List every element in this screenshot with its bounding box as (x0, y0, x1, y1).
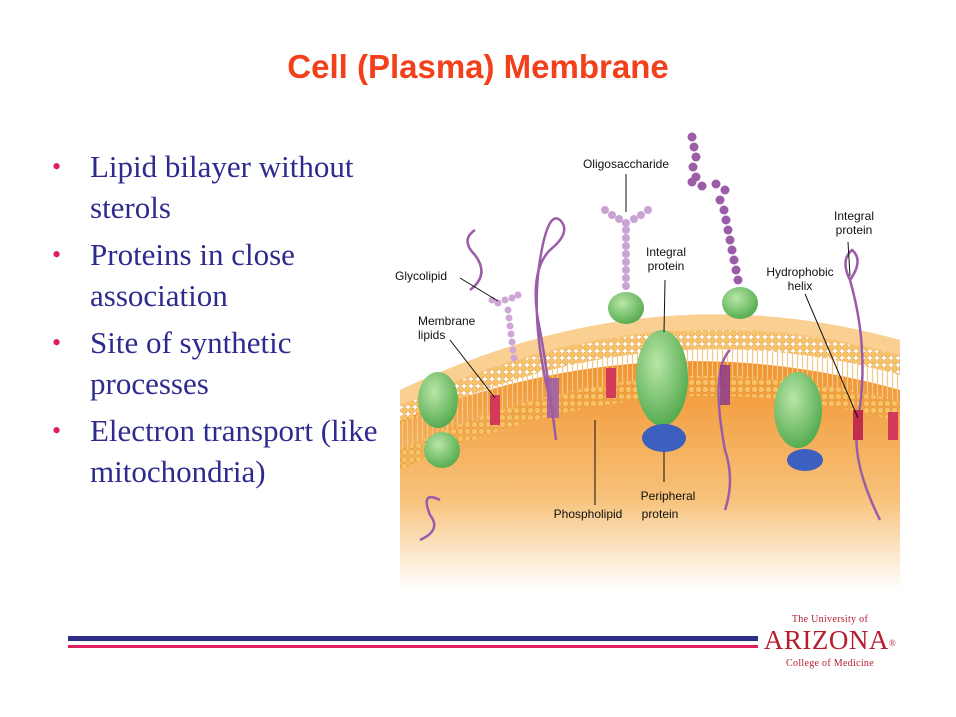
university-logo: The University of ARIZONA® College of Me… (760, 614, 900, 669)
bullet-list: • Lipid bilayer without sterols • Proteins… (52, 146, 392, 498)
label-membrane-lipids: lipids (418, 328, 445, 342)
label-membrane-lipids: Membrane (418, 314, 476, 328)
label-integral-protein-right: Integral (834, 209, 874, 223)
bullet-item: • Site of synthetic processes (52, 322, 392, 404)
label-integral-protein-right: protein (836, 223, 873, 237)
label-peripheral-protein: protein (642, 507, 679, 521)
bullet-dot: • (52, 152, 62, 181)
logo-line-university: The University of (791, 614, 869, 625)
polypeptide-chain (717, 349, 732, 511)
label-glycolipid: Glycolipid (395, 269, 447, 283)
bullet-item: • Electron transport (like mitochondria) (52, 410, 392, 492)
label-peripheral-protein: Peripheral (641, 489, 696, 503)
bullet-item: • Lipid bilayer without sterols (52, 146, 392, 228)
label-phospholipid: Phospholipid (554, 507, 623, 521)
polypeptide-chain (419, 495, 441, 542)
bullet-dot: • (52, 240, 62, 269)
hydrophobic-helix (853, 410, 863, 440)
bullet-dot: • (52, 416, 62, 445)
logo-registered-mark: ® (888, 637, 897, 648)
protein-left-lower (424, 432, 460, 468)
protein-left (418, 372, 458, 428)
bullet-text: Site of synthetic processes (90, 325, 292, 401)
bullet-item: • Proteins in close association (52, 234, 392, 316)
label-integral-protein: Integral (646, 245, 686, 259)
peripheral-protein (642, 424, 686, 452)
footer-rule-blue (68, 636, 758, 641)
slide-title: Cell (Plasma) Membrane (287, 48, 669, 85)
membrane-diagram: Oligosaccharide Glycolipid Membrane lipi… (395, 132, 900, 590)
bullet-text: Lipid bilayer without sterols (90, 149, 354, 225)
hydrophobic-helix (888, 412, 898, 440)
integral-protein-channel (774, 372, 822, 448)
footer-rule-pink (68, 645, 758, 648)
label-hydrophobic-helix: helix (788, 279, 813, 293)
bilayer-tails (400, 347, 900, 453)
oligosaccharide-right (687, 132, 743, 285)
protein-small-top (608, 292, 644, 324)
peripheral-protein (787, 449, 823, 471)
oligosaccharide-left (601, 206, 652, 290)
hydrophobic-helix (606, 368, 616, 398)
label-integral-protein: protein (648, 259, 685, 273)
hydrophobic-helix (490, 395, 500, 425)
transmembrane-helix (547, 378, 559, 418)
logo-wordmark: ARIZONA (763, 625, 889, 655)
integral-protein-large (636, 330, 688, 426)
polypeptide-chain (534, 217, 566, 441)
protein-small-top (722, 287, 758, 319)
transmembrane-helix (720, 365, 730, 405)
polypeptide-chain (466, 228, 483, 291)
membrane-top-surface (400, 314, 900, 407)
glycolipid-sugars (488, 291, 522, 362)
bullet-dot: • (52, 328, 62, 357)
bullet-text: Electron transport (like mitochondria) (90, 413, 378, 489)
label-oligosaccharide: Oligosaccharide (583, 157, 669, 171)
label-hydrophobic-helix: Hydrophobic (766, 265, 833, 279)
logo-line-college: College of Medicine (786, 657, 874, 669)
logo-line-arizona: ARIZONA® (760, 625, 900, 658)
bullet-text: Proteins in close association (90, 237, 295, 313)
